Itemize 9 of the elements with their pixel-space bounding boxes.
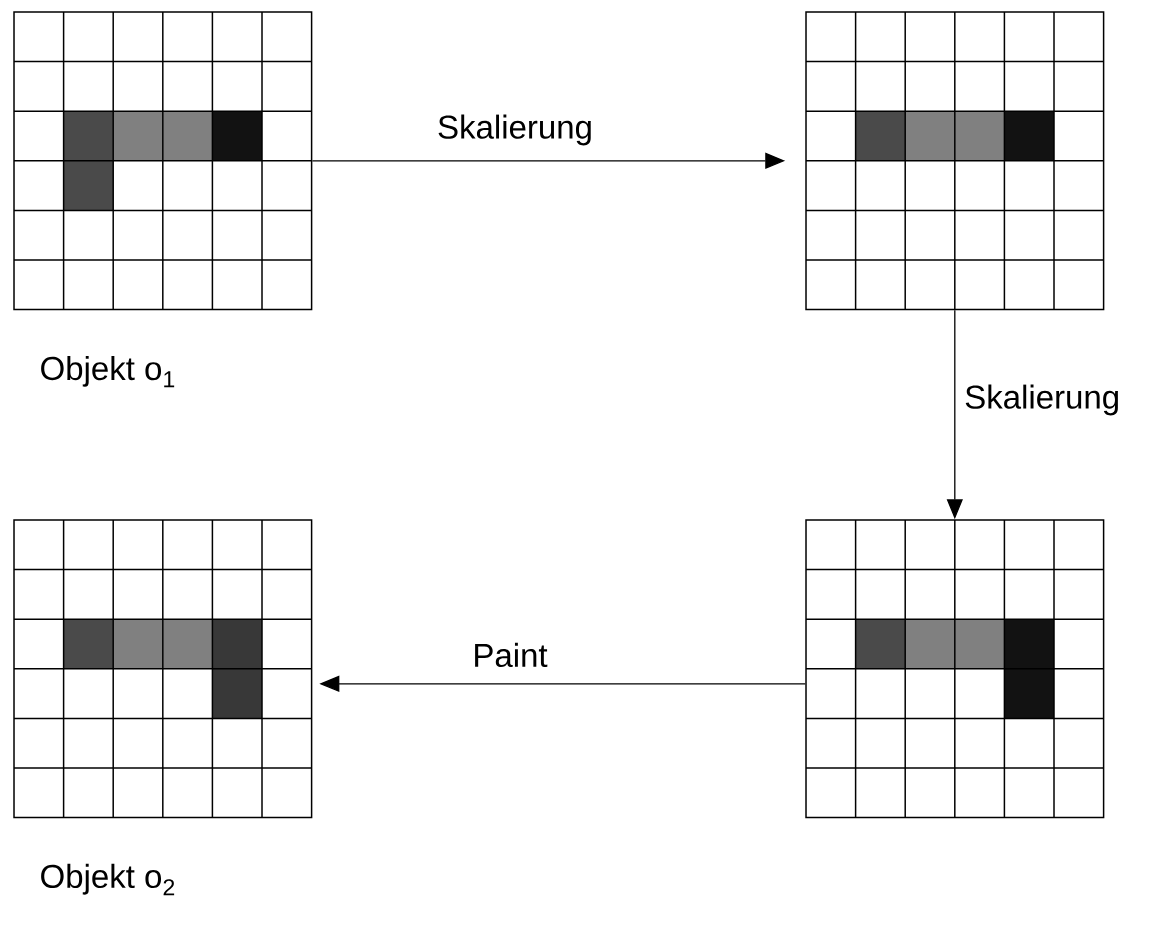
node-label: Objekt o$_{1}$	[41, 355, 175, 388]
edge-label: Paint	[470, 640, 550, 670]
pixel-grid	[13, 519, 313, 819]
edge-label: Skalierung	[435, 112, 595, 148]
node-label: Objekt o$_{2}$	[41, 863, 175, 896]
pixel-grid	[805, 519, 1105, 819]
edge-label: Skalierung	[962, 382, 1123, 418]
pixel-grid	[13, 11, 313, 311]
pixel-grid	[805, 11, 1105, 311]
